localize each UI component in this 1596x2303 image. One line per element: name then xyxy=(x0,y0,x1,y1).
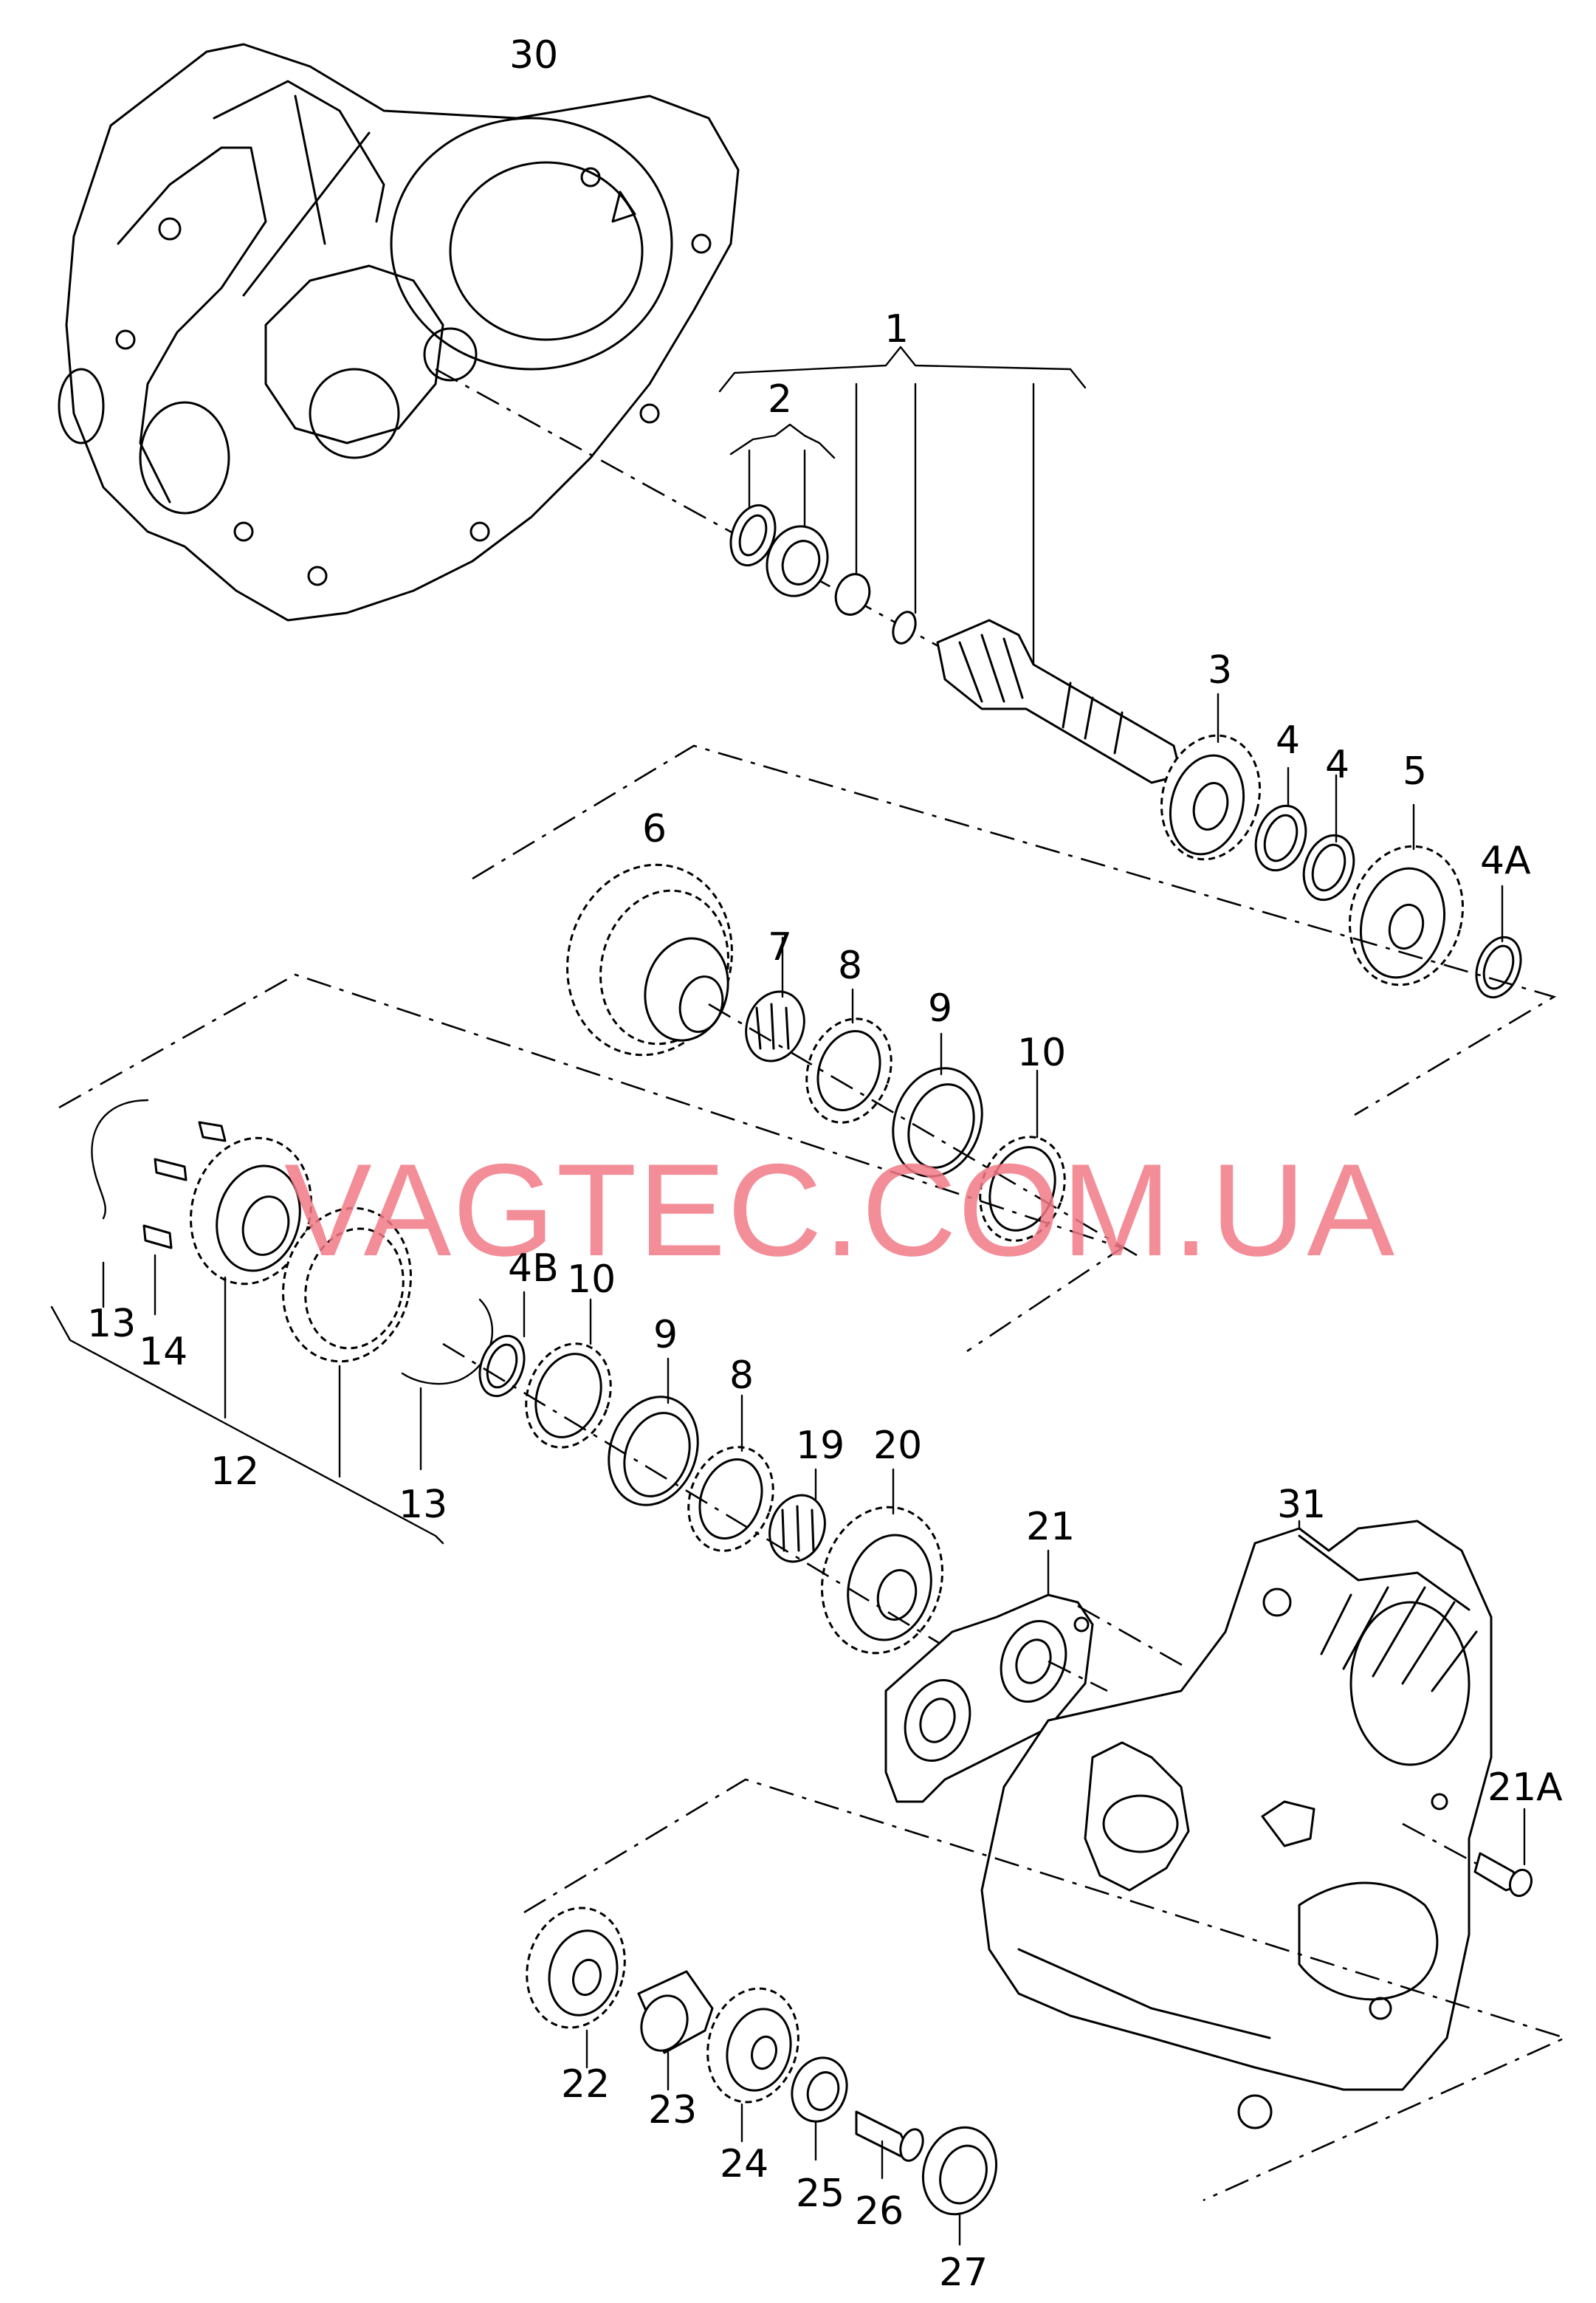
sleeve-23 xyxy=(637,1970,714,2054)
needle-bearing-7 xyxy=(745,990,805,1063)
label-4A: 4A xyxy=(1480,839,1531,883)
box-middle xyxy=(58,973,1124,1353)
axis-line-plate xyxy=(1048,1660,1108,1692)
roller-bearing-27 xyxy=(921,2126,998,2216)
gear-22 xyxy=(526,1906,626,2029)
synchro-ring-10a xyxy=(979,1136,1066,1242)
input-shaft-1 xyxy=(936,619,1183,784)
axis-lines-housing31 xyxy=(1077,1604,1499,1877)
cone-ring-9a xyxy=(892,1067,983,1178)
box-lower xyxy=(523,1778,1568,2202)
label-6: 6 xyxy=(642,807,667,851)
keys-14 xyxy=(142,1121,227,1249)
bushing-25 xyxy=(791,2056,848,2123)
label-12: 12 xyxy=(210,1449,259,1494)
box-upper xyxy=(472,744,1557,1116)
ring-4b xyxy=(1302,834,1355,902)
label-24: 24 xyxy=(720,2142,768,2186)
label-21: 21 xyxy=(1026,1505,1075,1549)
gear-3 xyxy=(1160,734,1262,861)
label-26: 26 xyxy=(855,2189,904,2234)
snap-ring-2a xyxy=(729,504,777,567)
gear-5 xyxy=(1348,845,1465,986)
label-20: 20 xyxy=(873,1424,922,1468)
gearbox-housing-31 xyxy=(980,1520,1493,2129)
label-31: 31 xyxy=(1277,1483,1326,1527)
label-13-left: 13 xyxy=(87,1302,136,1346)
circlip-4A xyxy=(1475,936,1522,999)
leader-lines-upper-box xyxy=(781,936,1039,1139)
sleeve-1a xyxy=(834,573,871,616)
cone-ring-9b xyxy=(608,1396,699,1506)
gearbox-housing-30 xyxy=(58,43,740,622)
bolt-21A xyxy=(1473,1852,1533,1898)
label-4B: 4B xyxy=(508,1246,559,1291)
axis-line-lower xyxy=(442,1342,983,1670)
synchro-ring-8b xyxy=(687,1446,774,1552)
sleeve-gear-12 xyxy=(282,1207,412,1363)
label-10-upper: 10 xyxy=(1017,1031,1066,1075)
axis-line-upper xyxy=(708,1003,1138,1257)
label-2: 2 xyxy=(768,377,792,422)
leader-lines-top xyxy=(1217,693,1504,943)
label-8-lower: 8 xyxy=(729,1353,754,1398)
ring-4a xyxy=(1254,804,1307,872)
label-4-second: 4 xyxy=(1325,743,1349,787)
synchro-ring-10b xyxy=(525,1342,612,1449)
label-4-first: 4 xyxy=(1276,718,1300,763)
bearing-plate-21 xyxy=(884,1593,1094,1803)
spring-13b xyxy=(401,1298,494,1385)
gear-20 xyxy=(821,1506,943,1655)
label-3: 3 xyxy=(1208,648,1232,693)
label-1: 1 xyxy=(884,307,909,351)
bracket-1 xyxy=(718,346,1087,666)
label-14: 14 xyxy=(139,1330,188,1374)
synchro-ring-8a xyxy=(805,1017,892,1124)
label-25: 25 xyxy=(796,2172,845,2216)
circlip-1b xyxy=(892,611,917,645)
circlip-4B xyxy=(478,1334,526,1398)
needle-bearing-19 xyxy=(768,1494,826,1563)
gear-24 xyxy=(706,1987,799,2104)
label-9-lower: 9 xyxy=(653,1313,678,1357)
label-22: 22 xyxy=(561,2062,610,2107)
label-21A: 21A xyxy=(1487,1765,1563,1810)
gear-6 xyxy=(566,863,733,1057)
label-19: 19 xyxy=(796,1424,845,1468)
synchro-hub-12 xyxy=(190,1136,312,1286)
spring-13a xyxy=(91,1099,149,1220)
label-8-upper: 8 xyxy=(838,944,862,988)
label-10-lower: 10 xyxy=(567,1257,616,1302)
bolt-26 xyxy=(855,2110,924,2162)
label-27: 27 xyxy=(939,2251,988,2295)
label-9-upper: 9 xyxy=(928,986,952,1031)
bearing-2b xyxy=(766,525,829,597)
leader-lines-bottom xyxy=(585,2029,961,2246)
watermark-text: VAGTEC.COM.UA xyxy=(284,1136,1396,1283)
label-23: 23 xyxy=(648,2088,697,2132)
label-7: 7 xyxy=(768,925,792,969)
bracket-12 xyxy=(50,1305,444,1545)
label-13-lower: 13 xyxy=(399,1483,447,1527)
label-30: 30 xyxy=(509,33,558,78)
label-5: 5 xyxy=(1403,749,1427,794)
